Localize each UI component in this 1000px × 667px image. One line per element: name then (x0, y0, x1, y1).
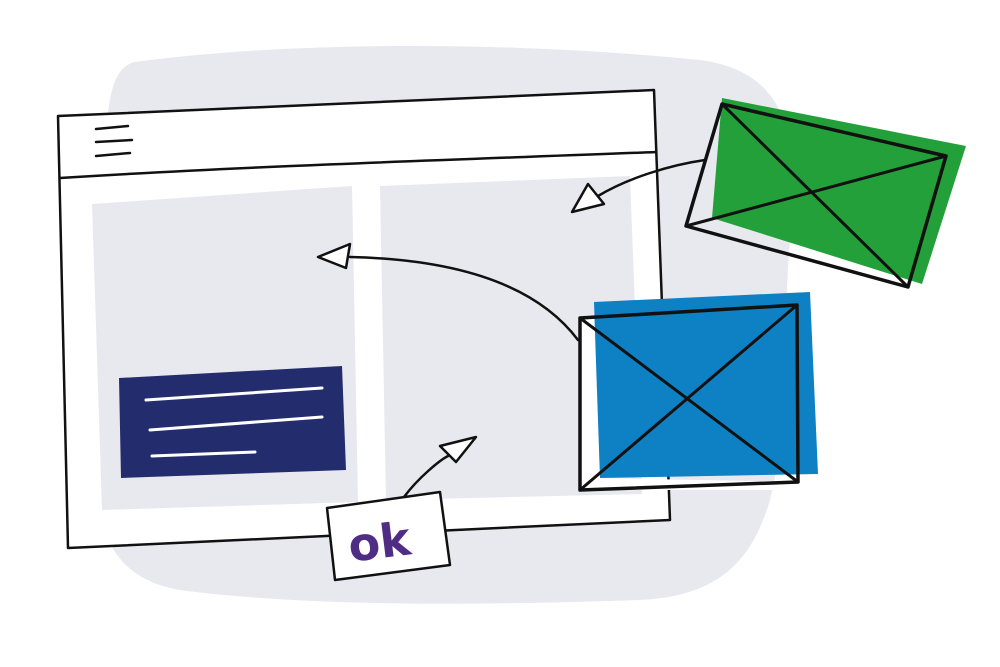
text-block-card (119, 366, 346, 478)
text-line (150, 450, 257, 458)
arrowhead-icon (438, 435, 478, 464)
ok-badge[interactable]: ok (325, 490, 452, 582)
text-line (144, 386, 324, 402)
window-header-divider (59, 150, 658, 180)
image-placeholder-icon (578, 303, 800, 492)
arrowhead-icon (316, 242, 352, 270)
blue-image-placeholder[interactable] (578, 292, 818, 492)
curved-arrow-green-to-window (596, 158, 707, 198)
arrowhead-icon (570, 182, 606, 214)
text-line (148, 415, 324, 432)
hamburger-menu-icon[interactable] (94, 124, 134, 158)
ok-label: ok (345, 511, 415, 572)
image-placeholder-icon (684, 102, 948, 289)
curved-arrow-ok-to-window (402, 454, 450, 499)
green-image-placeholder[interactable] (684, 98, 966, 289)
curved-arrow-blue-to-window (348, 255, 580, 342)
right-content-panel (380, 176, 642, 500)
browser-window (56, 88, 672, 550)
